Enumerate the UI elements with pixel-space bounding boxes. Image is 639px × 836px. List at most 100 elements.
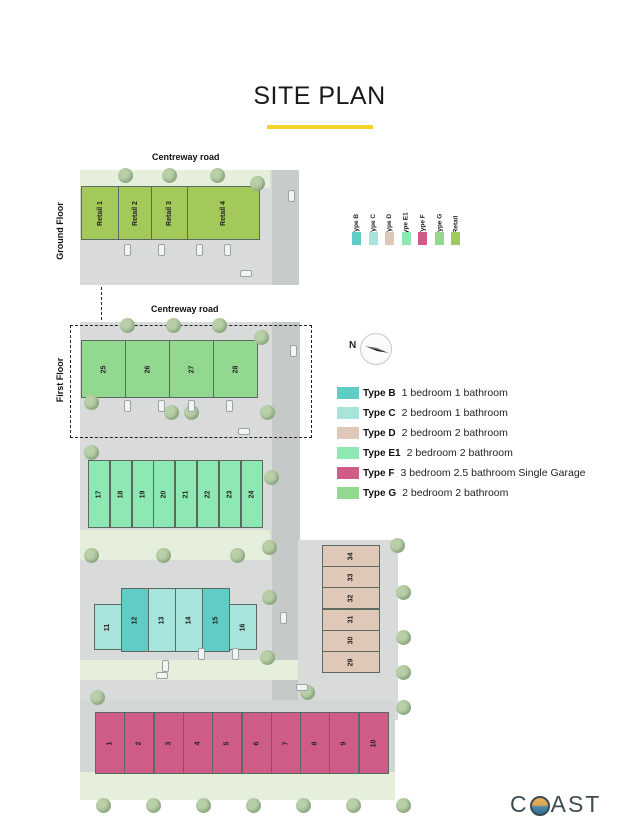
logo-sunset-icon [529, 795, 550, 816]
f-unit-5[interactable]: 5 [212, 712, 243, 774]
car-icon [288, 190, 295, 202]
tree-icon [264, 470, 279, 485]
tree-icon [250, 176, 265, 191]
legend-row: Type E1 2 bedroom 2 bathroom [337, 446, 513, 460]
e1-unit-19[interactable]: 19 [131, 460, 154, 528]
f-unit-1[interactable]: 1 [95, 712, 125, 774]
car-icon [238, 428, 250, 435]
unit-label: 23 [226, 490, 234, 498]
f-unit-6[interactable]: 6 [241, 712, 272, 774]
e1-unit-22[interactable]: 22 [197, 460, 219, 528]
f-unit-7[interactable]: 7 [270, 712, 301, 774]
tree-icon [390, 538, 405, 553]
tree-icon [230, 548, 245, 563]
road-label-top: Centreway road [152, 152, 220, 162]
car-icon [232, 648, 239, 660]
car-icon [296, 684, 308, 691]
retail-unit-retail-2[interactable]: Retail 2 [118, 186, 152, 240]
car-icon [124, 400, 131, 412]
first-floor-unit-26[interactable]: 26 [125, 340, 170, 398]
small-legend-label: Retail [452, 215, 460, 234]
d-unit-34[interactable]: 34 [322, 545, 380, 567]
unit-label: 18 [117, 490, 125, 498]
retail-unit-retail-3[interactable]: Retail 3 [151, 186, 188, 240]
bc-unit-12[interactable]: 12 [121, 588, 149, 652]
car-icon [290, 345, 297, 357]
tree-icon [262, 540, 277, 555]
unit-label: 34 [347, 552, 355, 560]
tree-icon [84, 395, 99, 410]
d-unit-33[interactable]: 33 [322, 566, 380, 589]
e1-unit-24[interactable]: 24 [240, 460, 263, 528]
bc-unit-16[interactable]: 16 [229, 604, 257, 650]
legend-type: Type B [363, 387, 396, 399]
car-icon [156, 672, 168, 679]
first-floor-unit-27[interactable]: 27 [169, 340, 214, 398]
unit-label: 31 [347, 615, 355, 624]
unit-label: 32 [347, 594, 355, 603]
car-icon [124, 244, 131, 256]
e1-unit-18[interactable]: 18 [109, 460, 132, 528]
e1-unit-20[interactable]: 20 [153, 460, 176, 528]
tree-icon [396, 665, 411, 680]
f-unit-8[interactable]: 8 [300, 712, 331, 774]
d-unit-29[interactable]: 29 [322, 651, 380, 673]
tree-icon [260, 650, 275, 665]
e1-unit-21[interactable]: 21 [175, 460, 198, 528]
logo-text-start: C [510, 791, 529, 817]
tree-icon [346, 798, 361, 813]
unit-label: Retail 3 [166, 200, 173, 226]
tree-icon [84, 445, 99, 460]
unit-label: 2 [135, 741, 143, 745]
retail-unit-retail-4[interactable]: Retail 4 [187, 186, 260, 240]
unit-label: Retail 4 [220, 200, 227, 226]
legend-description: 1 bedroom 1 bathroom [401, 387, 508, 399]
legend-type: Type D [363, 427, 396, 439]
legend-type: Type E1 [363, 447, 401, 459]
d-unit-31[interactable]: 31 [322, 608, 380, 631]
tree-icon [166, 318, 181, 333]
legend-row: Type B 1 bedroom 1 bathroom [337, 386, 508, 400]
legend-type: Type F [363, 467, 395, 479]
tree-icon [396, 700, 411, 715]
d-unit-32[interactable]: 32 [322, 587, 380, 610]
unit-label: 33 [347, 573, 355, 582]
bc-unit-11[interactable]: 11 [94, 604, 122, 650]
unit-label: 30 [347, 636, 355, 645]
unit-label: 16 [239, 623, 247, 631]
unit-label: 10 [370, 739, 378, 747]
unit-label: 22 [204, 490, 212, 498]
bc-unit-13[interactable]: 13 [148, 588, 176, 652]
car-icon [226, 400, 233, 412]
f-unit-3[interactable]: 3 [153, 712, 184, 774]
legend-swatch [337, 447, 359, 459]
e1-unit-23[interactable]: 23 [218, 460, 241, 528]
tree-icon [396, 798, 411, 813]
e1-unit-17[interactable]: 17 [88, 460, 110, 528]
legend-type: Type G [363, 487, 397, 499]
d-unit-30[interactable]: 30 [322, 629, 380, 652]
legend-description: 2 bedroom 2 bathroom [406, 447, 513, 459]
f-unit-9[interactable]: 9 [329, 712, 360, 774]
small-legend-swatch [368, 232, 378, 245]
car-icon [188, 400, 195, 412]
car-icon [240, 270, 252, 277]
page-title: SITE PLAN [253, 82, 386, 110]
f-unit-2[interactable]: 2 [124, 712, 155, 774]
tree-icon [246, 798, 261, 813]
bc-unit-14[interactable]: 14 [175, 588, 203, 652]
small-legend-swatch [418, 232, 427, 245]
unit-label: 17 [95, 490, 103, 498]
f-unit-10[interactable]: 10 [358, 712, 389, 774]
bc-unit-15[interactable]: 15 [202, 588, 230, 652]
coast-logo: C AST [510, 791, 601, 818]
tree-icon [184, 405, 199, 420]
f-unit-4[interactable]: 4 [182, 712, 213, 774]
tree-icon [84, 548, 99, 563]
first-floor-unit-28[interactable]: 28 [213, 340, 258, 398]
car-icon [158, 400, 165, 412]
retail-unit-retail-1[interactable]: Retail 1 [81, 186, 119, 240]
unit-label: 11 [104, 623, 112, 631]
road-label-middle: Centreway road [151, 304, 219, 314]
unit-label: 24 [248, 490, 256, 498]
